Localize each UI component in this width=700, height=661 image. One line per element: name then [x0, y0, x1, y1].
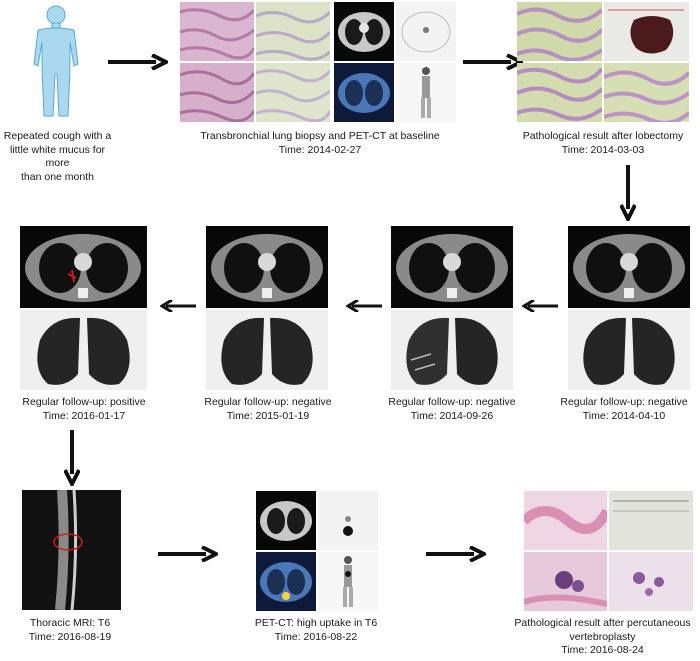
followup-2016-01-17-images [20, 226, 147, 390]
left-arrow-1 [522, 300, 558, 312]
right-arrow-4 [426, 546, 486, 562]
biopsy-histology-grid [180, 2, 330, 122]
left-arrow-3 [160, 300, 196, 312]
right-arrow-3 [158, 546, 218, 562]
step3-caption: Pathological result after lobectomy Time… [522, 130, 684, 156]
baseline-pet-ct-panel [334, 2, 456, 122]
step7-caption: Regular follow-up: positive Time: 2016-0… [22, 396, 146, 422]
step1-caption: Repeated cough with a little white mucus… [3, 130, 112, 183]
followup-2014-04-10-images [568, 226, 690, 390]
thoracic-mri-image [22, 490, 121, 610]
right-arrow-2 [463, 54, 523, 70]
down-arrow-2 [64, 430, 80, 486]
followup-2014-09-26-images [391, 226, 513, 390]
step10-caption: Pathological result after percutaneous v… [514, 617, 691, 656]
followup-2015-01-19-images [206, 226, 328, 390]
step2-caption: Transbronchial lung biopsy and PET-CT at… [200, 130, 440, 156]
step8-caption: Thoracic MRI: T6 Time: 2016-08-19 [28, 617, 112, 643]
patient-body-illustration [20, 4, 92, 122]
lobectomy-pathology-grid [517, 2, 689, 122]
down-arrow-1 [620, 165, 636, 221]
left-arrow-2 [346, 300, 382, 312]
pet-ct-t6-panel [256, 491, 378, 611]
right-arrow-1 [108, 54, 168, 70]
step5-caption: Regular follow-up: negative Time: 2014-0… [388, 396, 516, 422]
step6-caption: Regular follow-up: negative Time: 2015-0… [204, 396, 332, 422]
step4-caption: Regular follow-up: negative Time: 2014-0… [560, 396, 688, 422]
step9-caption: PET-CT: high uptake in T6 Time: 2016-08-… [254, 617, 378, 643]
vertebroplasty-pathology-grid [524, 491, 693, 611]
